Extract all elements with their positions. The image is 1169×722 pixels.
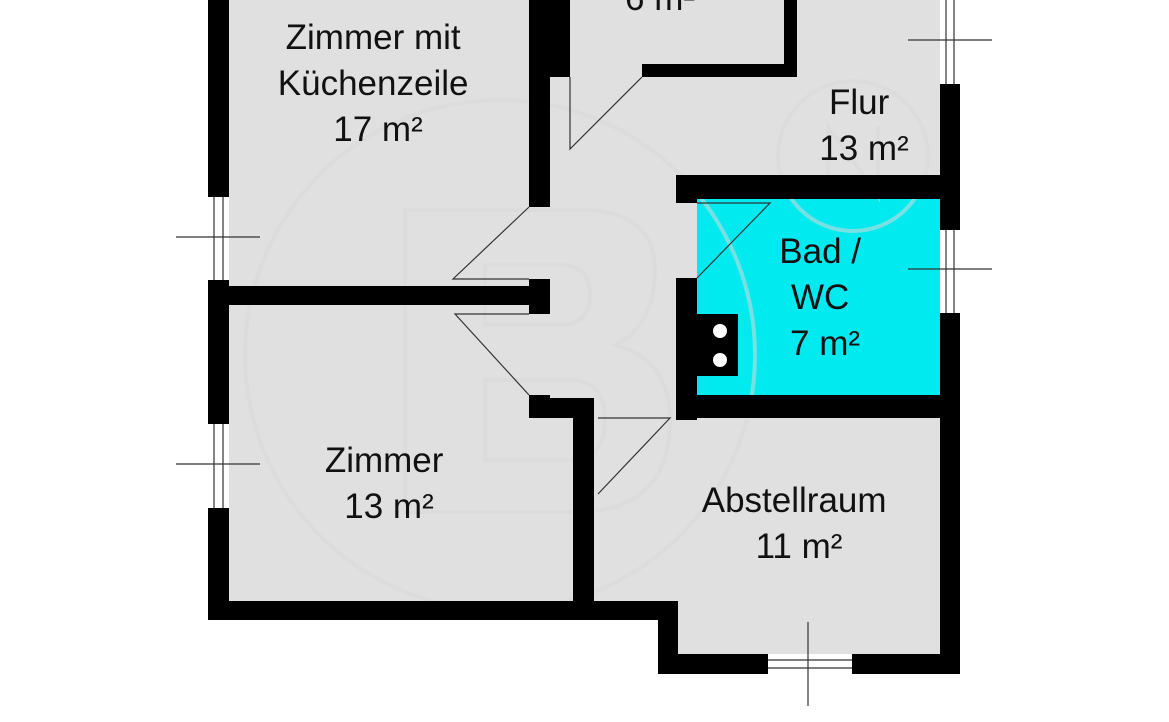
door-swing-storage bbox=[597, 417, 672, 495]
watermark-compass-n bbox=[826, 119, 880, 203]
floor-storage bbox=[594, 418, 940, 601]
door-swing-bedroom bbox=[453, 313, 530, 396]
washer-dot-bottom bbox=[713, 353, 727, 367]
window-bathroom bbox=[908, 230, 992, 313]
label-kitchen-room: Zimmer mit Küchenzeile 17 m² bbox=[278, 18, 478, 149]
wall-right-outer bbox=[940, 0, 960, 674]
watermark-small-circle bbox=[776, 79, 930, 233]
door-swing-bath bbox=[696, 202, 772, 279]
wall-top-room-bottom-a bbox=[550, 64, 570, 77]
washer-fixture bbox=[697, 314, 738, 376]
wall-bath-top bbox=[676, 175, 940, 199]
label-kitchen-line-3: 17 m² bbox=[333, 110, 422, 149]
washer-body bbox=[697, 314, 738, 376]
wall-bottom-left bbox=[208, 601, 678, 620]
floor-kitchen-room bbox=[229, 0, 529, 286]
label-kitchen-line-2: Küchenzeile bbox=[278, 64, 469, 103]
label-bathroom: Bad / WC 7 m² bbox=[779, 232, 870, 363]
label-storage-line-2: 11 m² bbox=[756, 527, 843, 566]
room-labels: 6 m² Zimmer mit Küchenzeile 17 m² Flur 1… bbox=[278, 0, 909, 566]
label-kitchen-line-1: Zimmer mit bbox=[286, 18, 461, 57]
wall-top-room-right bbox=[784, 0, 797, 77]
door-swings bbox=[451, 76, 772, 495]
wall-bath-bottom bbox=[676, 395, 940, 418]
washer-dot-top bbox=[713, 324, 727, 338]
floor-storage-bay bbox=[678, 601, 940, 654]
floor-hall-upper bbox=[529, 0, 942, 175]
label-hall: Flur 13 m² bbox=[819, 83, 908, 168]
windows bbox=[176, 0, 992, 706]
label-bedroom-line-2: 13 m² bbox=[344, 487, 433, 526]
label-hall-line-2: 13 m² bbox=[819, 129, 908, 168]
wall-bath-left-b bbox=[676, 278, 697, 420]
wall-left-outer bbox=[208, 0, 229, 620]
label-storage-line-1: Abstellraum bbox=[702, 481, 887, 520]
window-hall bbox=[908, 0, 992, 84]
window-storage bbox=[768, 622, 852, 706]
label-top-room: 6 m² bbox=[625, 0, 695, 18]
wall-storage-left bbox=[573, 398, 594, 620]
wall-kitchen-bedroom bbox=[229, 286, 550, 305]
window-bedroom bbox=[176, 424, 260, 508]
wall-kitchen-right-a bbox=[529, 0, 550, 207]
floor-areas bbox=[229, 0, 942, 654]
floor-bedroom bbox=[229, 305, 529, 601]
label-hall-line-1: Flur bbox=[829, 83, 890, 122]
wall-bath-left-a bbox=[676, 175, 697, 203]
label-storage: Abstellraum 11 m² bbox=[702, 481, 897, 566]
window-kitchen bbox=[176, 197, 260, 280]
floor-bedroom-nook bbox=[529, 418, 573, 601]
label-bath-line-2: WC bbox=[791, 278, 849, 317]
label-bedroom-line-1: Zimmer bbox=[325, 441, 444, 480]
label-bedroom: Zimmer 13 m² bbox=[325, 441, 453, 526]
label-bath-line-1: Bad / bbox=[779, 232, 861, 271]
door-swing-kitchen bbox=[451, 206, 530, 280]
label-bath-line-3: 7 m² bbox=[790, 324, 860, 363]
wall-top-room-left bbox=[550, 0, 570, 77]
wall-top-room-bottom-b bbox=[642, 64, 797, 77]
door-swing-top-room bbox=[569, 76, 643, 151]
